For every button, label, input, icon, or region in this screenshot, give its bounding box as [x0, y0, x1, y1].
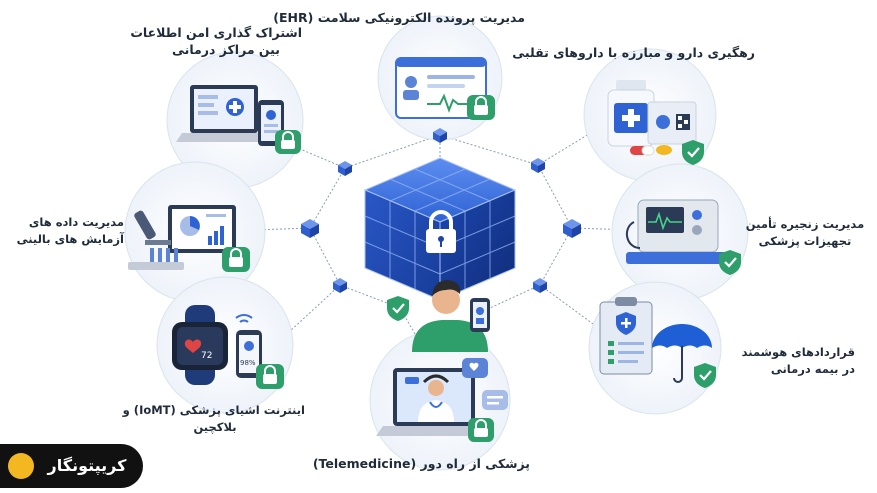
label-supply-chain-line1: مدیریت زنجیره تأمین [745, 217, 865, 231]
label-data-sharing-line2: بین مراکز درمانی [172, 42, 280, 57]
umbrella-icon [652, 324, 712, 383]
heart-chat-icon [462, 358, 488, 378]
ehr-card-illustration [395, 57, 495, 120]
label-insurance-line1: قراردادهای هوشمند [741, 345, 855, 359]
brand-badge[interactable]: کریپتونگار [0, 444, 143, 488]
label-ehr: مدیریت پرونده الکترونیکی سلامت (EHR) [273, 9, 525, 26]
message-icon [482, 390, 508, 410]
label-drug-tracking: رهگیری دارو و مبارزه با داروهای تقلبی [512, 44, 755, 61]
shield-plus-icon [616, 312, 636, 335]
shield-check-icon [694, 363, 716, 388]
wifi-icon [235, 314, 253, 323]
shield-check-icon [719, 250, 741, 275]
label-telemedicine-text: پزشکی از راه دور (Telemedicine) [312, 456, 530, 471]
label-iomt-line1: اینترنت اشیای پزشکی (IoMT) و [122, 403, 305, 417]
network-node-cubes [301, 128, 581, 293]
label-ehr-text: مدیریت پرونده الکترونیکی سلامت (EHR) [273, 10, 525, 25]
qr-code-icon [676, 114, 690, 130]
lock-badge-icon [468, 418, 494, 442]
shield-check-icon [682, 140, 704, 165]
lock-badge-icon [222, 247, 250, 272]
telemedicine-illustration [376, 358, 508, 442]
label-clinical-data-line2: آزمایش های بالینی [16, 232, 124, 246]
label-supply-chain: مدیریت زنجیره تأمین تجهیزات پزشکی [742, 216, 868, 250]
medicine-illustration [607, 80, 704, 165]
heart-rate-value: 72 [201, 351, 212, 361]
padlock-icon [426, 210, 456, 253]
label-telemedicine: پزشکی از راه دور (Telemedicine) [312, 455, 530, 472]
oxygen-value: 98% [240, 359, 256, 367]
label-iomt-line2: بلاکچین [193, 420, 237, 434]
label-iomt: اینترنت اشیای پزشکی (IoMT) و بلاکچین [122, 402, 305, 436]
label-supply-chain-line2: تجهیزات پزشکی [758, 234, 852, 248]
central-blockchain-cube [363, 157, 517, 301]
label-drug-tracking-text: رهگیری دارو و مبارزه با داروهای تقلبی [512, 45, 755, 60]
lab-illustration [128, 205, 250, 272]
smartwatch-illustration: 72 98% [172, 305, 284, 389]
lock-badge-icon [467, 95, 495, 120]
medical-device-illustration [625, 199, 741, 275]
label-clinical-data-line1: مدیریت داده های [28, 215, 124, 229]
brand-name: کریپتونگار [47, 456, 127, 475]
shield-check-icon [387, 296, 409, 321]
label-clinical-data: مدیریت داده های آزمایش های بالینی [16, 214, 124, 248]
label-data-sharing-line1: اشتراک گذاری امن اطلاعات [130, 25, 302, 40]
lock-badge-icon [275, 130, 301, 154]
laptop-phone-illustration [176, 85, 301, 154]
insurance-illustration [599, 297, 716, 388]
lock-badge-icon [256, 364, 284, 389]
brand-logo-icon [8, 453, 34, 479]
label-insurance: قراردادهای هوشمند در بیمه درمانی [735, 344, 855, 378]
label-insurance-line2: در بیمه درمانی [770, 362, 855, 376]
person-with-phone [412, 280, 490, 352]
label-data-sharing: اشتراک گذاری امن اطلاعات بین مراکز درمان… [130, 24, 302, 58]
